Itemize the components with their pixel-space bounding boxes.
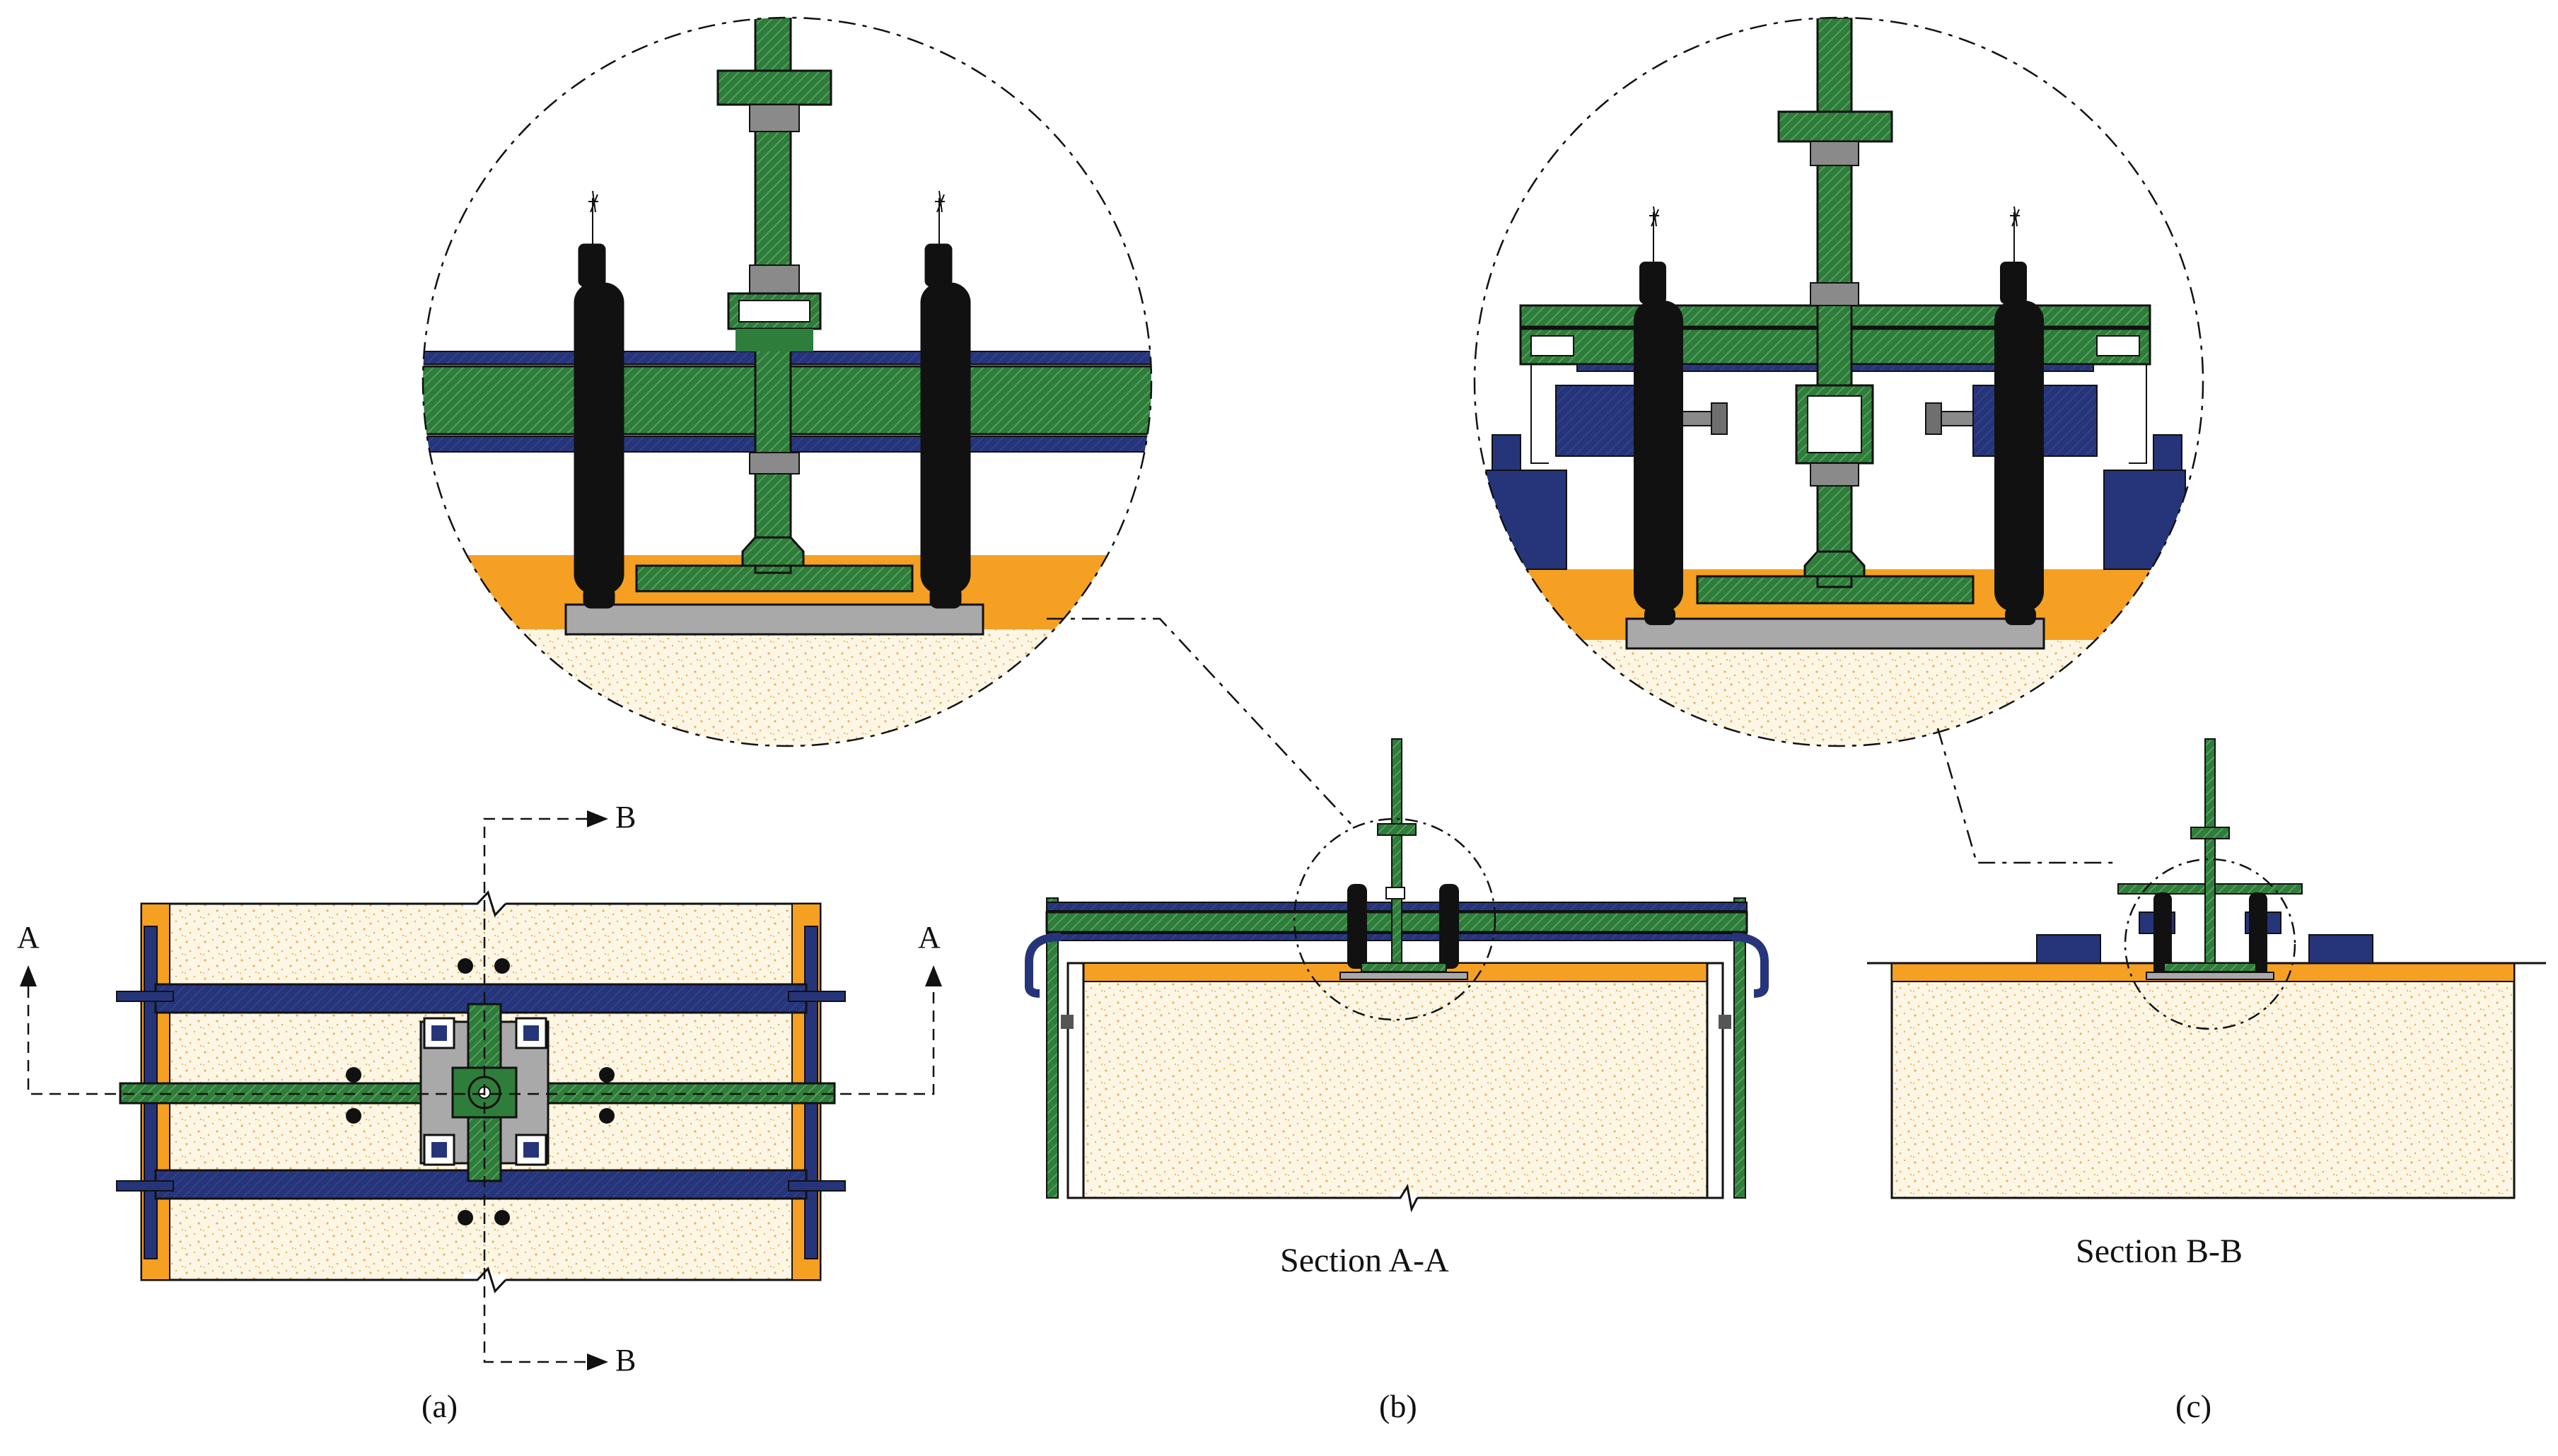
section-a-a-view [1025, 738, 1769, 1213]
section-mark-a-left: A [17, 920, 40, 955]
panel-caption-b: (b) [1379, 1388, 1417, 1424]
panel-caption-a: (a) [422, 1388, 458, 1424]
section-b-b-title: Section B-B [2076, 1233, 2243, 1270]
section-mark-a-right: A [918, 920, 941, 955]
detail-view-b-b [1475, 18, 2203, 746]
section-a-a-title: Section A-A [1280, 1242, 1449, 1279]
section-mark-b-bottom: B [615, 1343, 636, 1378]
section-b-b-view [1867, 738, 2546, 1199]
plan-view [20, 810, 942, 1370]
detail-view-a-a [423, 18, 1151, 746]
section-mark-b-top: B [615, 800, 636, 834]
panel-caption-c: (c) [2175, 1388, 2212, 1424]
